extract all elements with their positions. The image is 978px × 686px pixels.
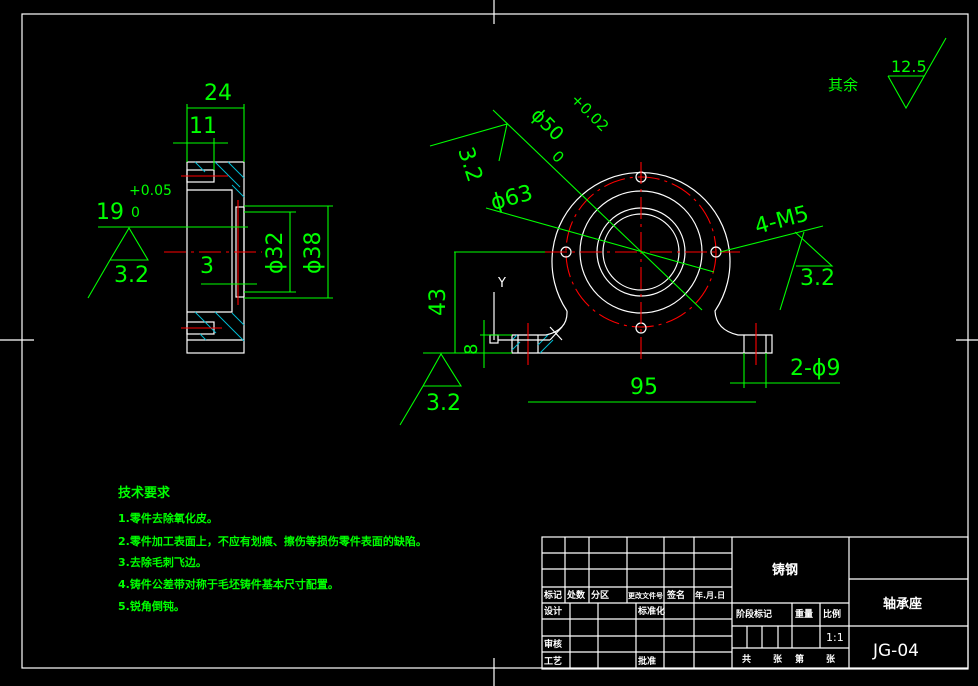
dim-d63: ϕ63 bbox=[488, 181, 536, 216]
stage-mark-label: 阶段标记 bbox=[736, 608, 772, 620]
sheet-unit-label: 张 bbox=[773, 653, 783, 665]
technical-requirements: 技术要求 1.零件去除氧化皮。 2.零件加工表面上，不应有划痕、擦伤等损伤零件表… bbox=[118, 485, 427, 613]
tech-requirement-item: 4.铸件公差带对称于毛坯铸件基本尺寸配置。 bbox=[118, 577, 339, 591]
dim-bore: 19 bbox=[96, 200, 124, 225]
ratio-label: 比例 bbox=[823, 608, 841, 620]
sheet-unit2-label: 张 bbox=[826, 653, 836, 665]
header-zone: 分区 bbox=[591, 589, 609, 601]
weight-label: 重量 bbox=[795, 608, 813, 620]
dim-step: 3 bbox=[200, 254, 214, 279]
hatch-pattern bbox=[194, 161, 245, 342]
tech-requirement-item: 2.零件加工表面上，不应有划痕、擦伤等损伤零件表面的缺陷。 bbox=[118, 534, 427, 548]
roughness-side: 3.2 bbox=[114, 263, 149, 288]
header-mark: 标记 bbox=[543, 589, 562, 601]
dim-d50: ϕ50 bbox=[526, 104, 568, 146]
header-signature: 签名 bbox=[666, 589, 685, 601]
tech-requirements-title: 技术要求 bbox=[118, 485, 171, 501]
tech-requirement-item: 5.锐角倒钝。 bbox=[118, 599, 185, 613]
general-roughness-label: 其余 bbox=[828, 76, 858, 94]
front-view: Y ϕ50 +0.02 0 ϕ63 3.2 4-M5 3.2 43 8 3.2 … bbox=[399, 90, 840, 426]
header-change-doc: 更改文件号 bbox=[628, 591, 663, 600]
roughness-right: 3.2 bbox=[800, 266, 835, 291]
dim-span: 95 bbox=[630, 375, 658, 400]
d50-tolerance-upper: +0.02 bbox=[567, 90, 612, 135]
dim-d38: ϕ38 bbox=[301, 231, 326, 274]
dim-d32: ϕ32 bbox=[263, 231, 288, 274]
dim-height: 43 bbox=[426, 288, 451, 316]
review-label: 审核 bbox=[544, 638, 562, 650]
roughness-top: 3.2 bbox=[452, 144, 487, 185]
standardization-label: 标准化 bbox=[637, 605, 665, 617]
d50-tolerance-lower: 0 bbox=[548, 147, 567, 166]
process-label: 工艺 bbox=[544, 655, 562, 667]
part-name: 轴承座 bbox=[883, 596, 922, 612]
material: 铸钢 bbox=[772, 562, 798, 578]
general-roughness-value: 12.5 bbox=[891, 57, 927, 76]
thread-callout: 4-M5 bbox=[752, 201, 812, 239]
approve-label: 批准 bbox=[638, 655, 656, 667]
side-view: 24 11 19 +0.05 0 3.2 3 ϕ32 ϕ38 bbox=[87, 81, 333, 354]
dim-depth: 11 bbox=[189, 114, 217, 139]
design-label: 设计 bbox=[544, 605, 562, 617]
tech-requirement-item: 1.零件去除氧化皮。 bbox=[118, 511, 218, 525]
dim-base: 8 bbox=[461, 344, 482, 355]
bore-tolerance-upper: +0.05 bbox=[129, 183, 172, 199]
ucs-axis-label: Y bbox=[497, 276, 506, 291]
bore-tolerance-lower: 0 bbox=[131, 205, 140, 221]
dim-width: 24 bbox=[204, 81, 232, 106]
header-date: 年.月.日 bbox=[695, 590, 725, 600]
drawing-number: JG-04 bbox=[872, 641, 919, 661]
holes-callout: 2-ϕ9 bbox=[790, 356, 840, 381]
title-block: 标记 处数 分区 更改文件号 签名 年.月.日 设计 标准化 审核 工艺 批准 … bbox=[541, 536, 969, 670]
header-count: 处数 bbox=[566, 589, 586, 601]
sheet-no-label: 第 bbox=[795, 653, 804, 665]
scale-value: 1:1 bbox=[826, 631, 844, 644]
sheet-total-label: 共 bbox=[742, 653, 751, 665]
general-roughness: 其余 12.5 bbox=[828, 37, 947, 110]
roughness-bottom: 3.2 bbox=[426, 391, 461, 416]
tech-requirement-item: 3.去除毛刺飞边。 bbox=[118, 555, 207, 569]
